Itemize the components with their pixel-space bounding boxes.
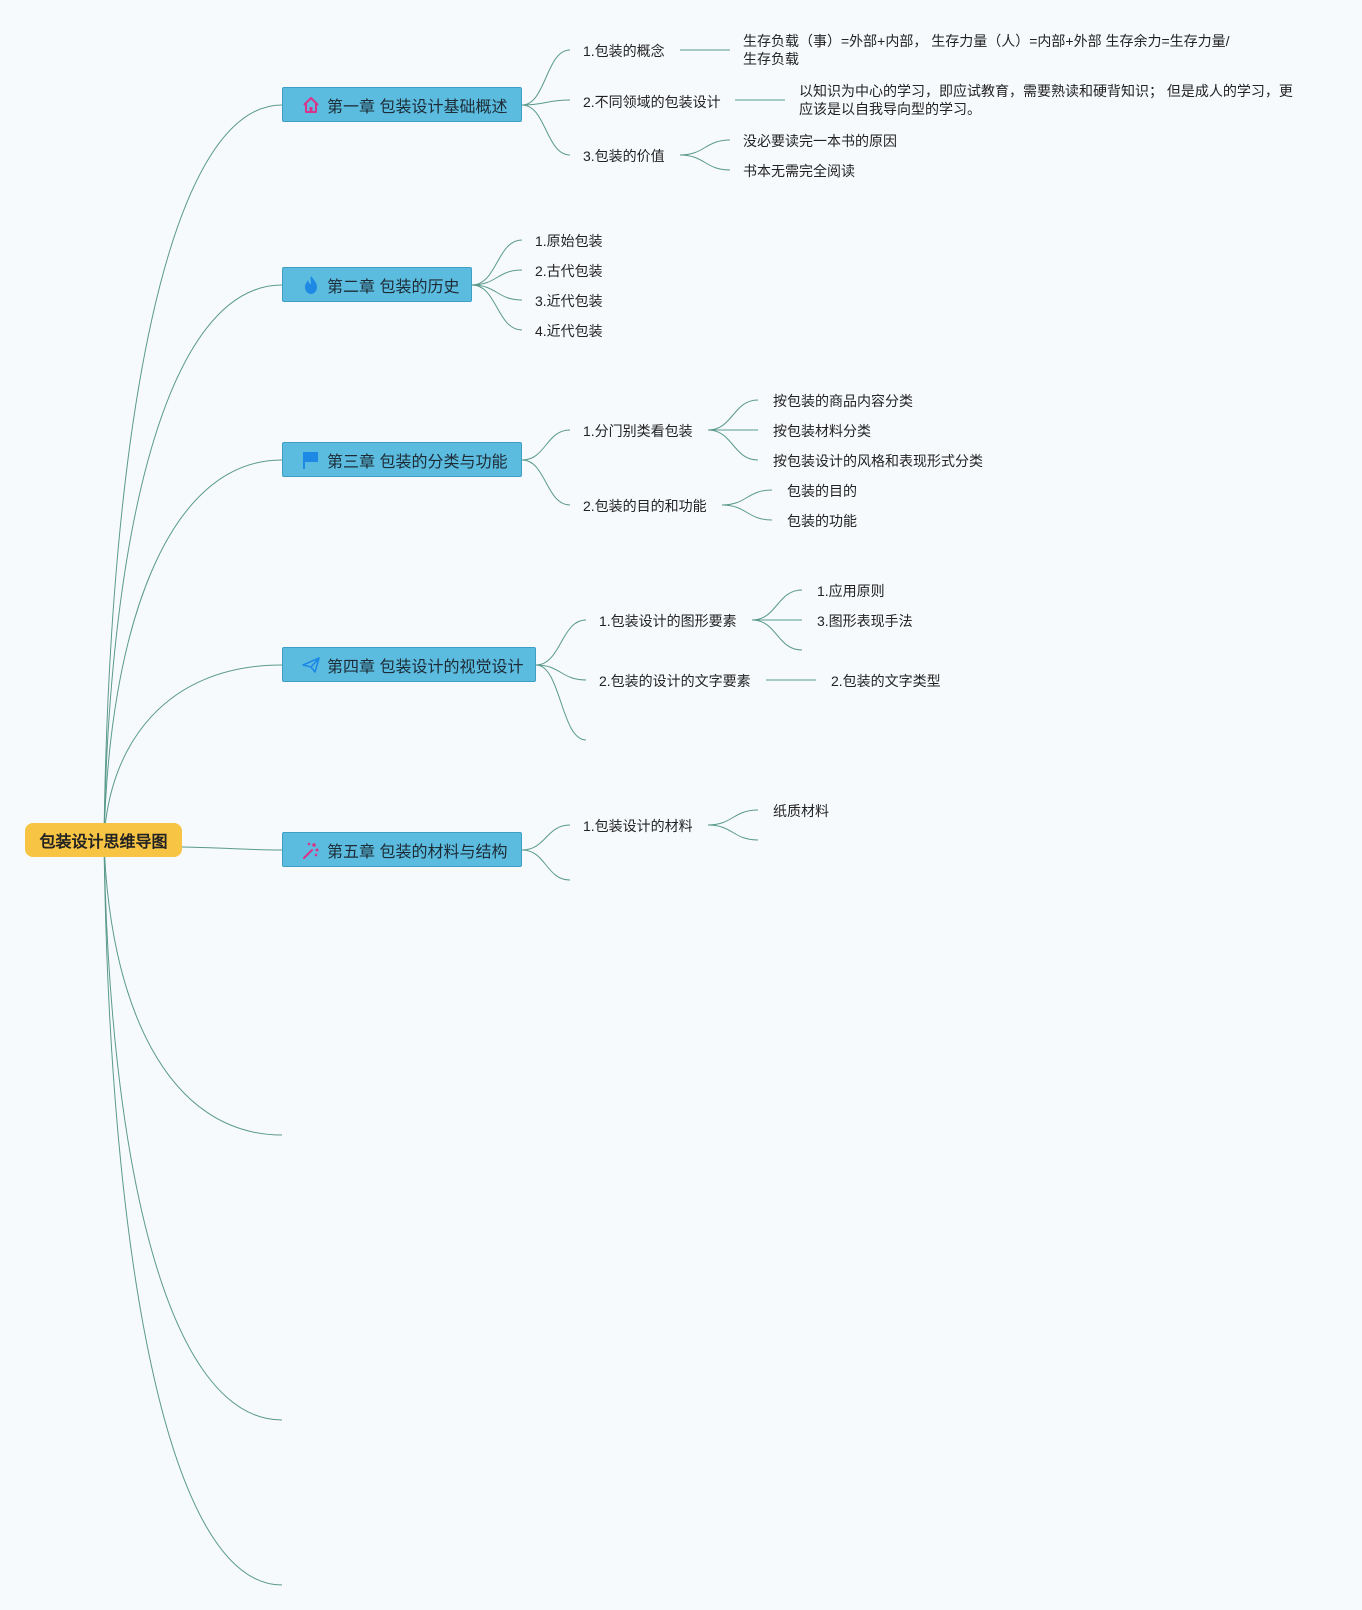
connector-line-3 xyxy=(521,104,571,156)
connector-line-27 xyxy=(521,849,571,881)
connector-line-19 xyxy=(535,619,587,666)
chapter-4-subtopic-1-item-2[interactable]: 3.图形表现手法 xyxy=(817,613,913,629)
root-topic[interactable]: 包装设计思维导图 xyxy=(25,823,182,857)
connector-line-22 xyxy=(751,589,803,621)
chapter-5-subtopic-1-item-1[interactable]: 纸质材料 xyxy=(773,803,829,819)
connector-line-6 xyxy=(679,139,731,156)
chapter-2-subtopic-2[interactable]: 2.古代包装 xyxy=(535,263,603,279)
chapter-5-topic[interactable]: 第五章 包装的材料与结构 xyxy=(282,832,522,867)
connector-line-17 xyxy=(721,489,773,506)
chapter-2-subtopic-3[interactable]: 3.近代包装 xyxy=(535,293,603,309)
connector-line-29 xyxy=(707,824,759,841)
connector-line-11 xyxy=(471,284,523,331)
flag-icon xyxy=(301,450,321,470)
chapter-3-topic[interactable]: 第三章 包装的分类与功能 xyxy=(282,442,522,477)
connector-line-14 xyxy=(707,399,759,431)
connector-line-13 xyxy=(521,459,571,506)
chapter-2-subtopic-1[interactable]: 1.原始包装 xyxy=(535,233,603,249)
chapter-4-subtopic-2[interactable]: 2.包装的设计的文字要素 xyxy=(599,673,751,689)
chapter-5-label: 第五章 包装的材料与结构 xyxy=(327,843,508,861)
chapter-1-subtopic-2[interactable]: 2.不同领域的包装设计 xyxy=(583,94,721,110)
chapter-4-label: 第四章 包装设计的视觉设计 xyxy=(327,658,524,676)
chapter-4-subtopic-1-item-1[interactable]: 1.应用原则 xyxy=(817,583,885,599)
connector-line-12 xyxy=(521,429,571,461)
chapter-3-subtopic-2[interactable]: 2.包装的目的和功能 xyxy=(583,498,707,514)
chapter-2-topic[interactable]: 第二章 包装的历史 xyxy=(282,267,472,302)
connector-line-2 xyxy=(521,99,571,106)
root-link-chapter-5 xyxy=(181,846,283,851)
chapter-4-subtopic-1[interactable]: 1.包装设计的图形要素 xyxy=(599,613,737,629)
root-link-chapter-3 xyxy=(103,459,283,841)
root-link-empty-1 xyxy=(103,839,283,1136)
connector-line-21 xyxy=(535,664,587,741)
connector-line-26 xyxy=(521,824,571,851)
connector-line-24 xyxy=(751,619,803,651)
chapter-2-label: 第二章 包装的历史 xyxy=(327,278,460,296)
connector-line-8 xyxy=(471,239,523,286)
chapter-1-subtopic-1-detail[interactable]: 生存负载（事）=外部+内部， 生存力量（人）=内部+外部 生存余力=生存力量/生… xyxy=(743,33,1230,67)
connector-line-10 xyxy=(471,284,523,301)
chapter-4-topic[interactable]: 第四章 包装设计的视觉设计 xyxy=(282,647,536,682)
chapter-2-subtopic-4[interactable]: 4.近代包装 xyxy=(535,323,603,339)
root-link-empty-2 xyxy=(103,839,283,1421)
connector-line-1 xyxy=(521,49,571,106)
chapter-3-subtopic-2-item-1[interactable]: 包装的目的 xyxy=(787,483,857,499)
connector-line-9 xyxy=(471,269,523,286)
chapter-3-subtopic-1-item-1[interactable]: 按包装的商品内容分类 xyxy=(773,393,913,409)
connector-line-16 xyxy=(707,429,759,461)
chapter-1-subtopic-3-item-2[interactable]: 书本无需完全阅读 xyxy=(743,163,855,179)
root-link-empty-3 xyxy=(103,839,283,1586)
root-link-chapter-2 xyxy=(103,284,283,841)
chapter-3-subtopic-2-item-2[interactable]: 包装的功能 xyxy=(787,513,857,529)
connector-line-20 xyxy=(535,664,587,681)
chapter-1-subtopic-3[interactable]: 3.包装的价值 xyxy=(583,148,665,164)
chapter-3-subtopic-1-item-2[interactable]: 按包装材料分类 xyxy=(773,423,871,439)
chapter-3-label: 第三章 包装的分类与功能 xyxy=(327,453,508,471)
chapter-1-topic[interactable]: 第一章 包装设计基础概述 xyxy=(282,87,522,122)
fire-icon xyxy=(301,275,321,295)
chapter-1-label: 第一章 包装设计基础概述 xyxy=(327,98,508,116)
root-link-chapter-4 xyxy=(103,664,283,841)
chapter-1-subtopic-1[interactable]: 1.包装的概念 xyxy=(583,43,665,59)
chapter-3-subtopic-1[interactable]: 1.分门别类看包装 xyxy=(583,423,693,439)
connector-line-18 xyxy=(721,504,773,521)
chapter-4-subtopic-2-item-1[interactable]: 2.包装的文字类型 xyxy=(831,673,941,689)
connector-line-28 xyxy=(707,809,759,826)
chapter-5-subtopic-1[interactable]: 1.包装设计的材料 xyxy=(583,818,693,834)
sparkle-wand-icon xyxy=(301,840,321,860)
chapter-1-subtopic-3-item-1[interactable]: 没必要读完一本书的原因 xyxy=(743,133,897,149)
root-link-chapter-1 xyxy=(103,104,283,841)
home-icon xyxy=(301,95,321,115)
connector-line-7 xyxy=(679,154,731,171)
chapter-1-subtopic-2-detail[interactable]: 以知识为中心的学习，即应试教育，需要熟读和硬背知识； 但是成人的学习，更应该是以… xyxy=(799,83,1293,117)
paper-plane-icon xyxy=(301,655,321,675)
chapter-3-subtopic-1-item-3[interactable]: 按包装设计的风格和表现形式分类 xyxy=(773,453,983,469)
